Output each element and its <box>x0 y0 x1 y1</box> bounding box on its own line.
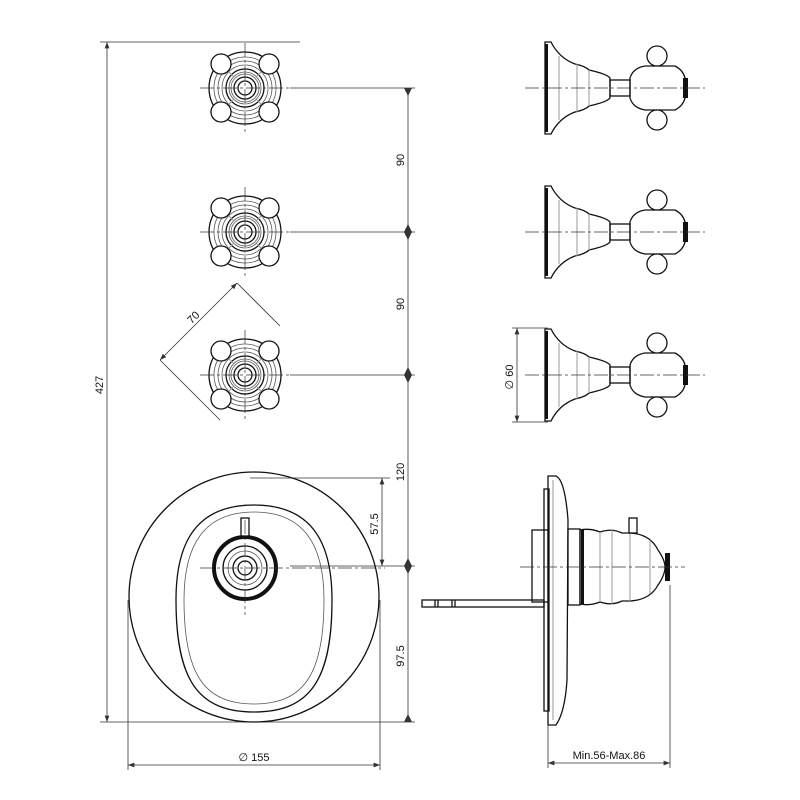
dim-rosette-diameter: ∅ 60 <box>504 365 516 390</box>
front-valve-bottom <box>199 329 291 421</box>
dim-total-height: 427 <box>94 376 106 394</box>
side-valve-bottom <box>524 328 706 422</box>
thermostatic-plate-front <box>128 471 385 723</box>
dim-spacing-2: 90 <box>395 298 407 310</box>
dim-handle-offset: 57.5 <box>369 513 381 534</box>
dim-plate-diameter: ∅ 155 <box>239 752 270 764</box>
dim-handle-diagonal: 70 <box>185 309 202 326</box>
side-valve-top <box>524 41 706 135</box>
thermostatic-side-view <box>421 475 685 726</box>
dim-wall-depth: Min.56-Max.86 <box>573 750 646 762</box>
dim-bottom-offset: 97.5 <box>395 645 407 666</box>
dim-spacing-1: 90 <box>395 154 407 166</box>
dim-spacing-3: 120 <box>395 463 407 481</box>
side-valve-middle <box>524 185 706 279</box>
front-valve-middle <box>199 186 291 278</box>
front-valve-top <box>199 42 291 134</box>
